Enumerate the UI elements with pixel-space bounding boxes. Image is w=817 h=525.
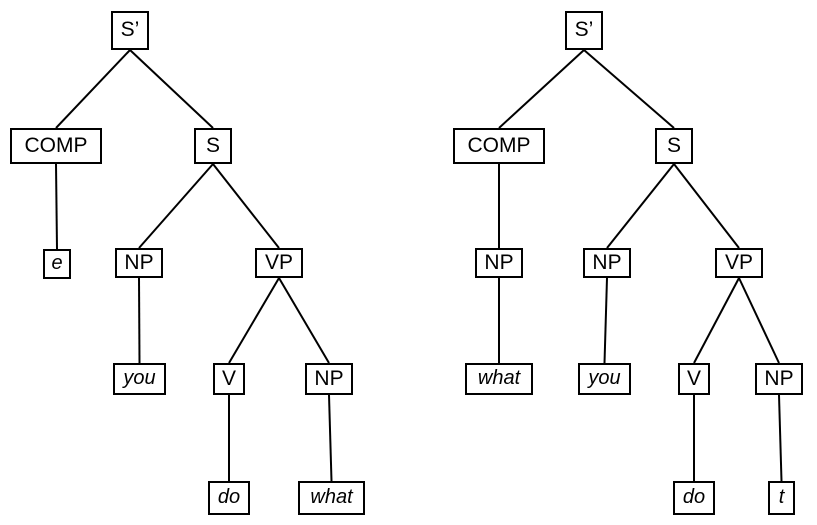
- tree-edge: [228, 277, 280, 364]
- tree-edge: [583, 49, 675, 129]
- tree-node-s-category: S’: [565, 11, 603, 50]
- tree-edge: [55, 163, 58, 250]
- tree-node-e-terminal: e: [43, 249, 71, 279]
- tree-node-comp-category: COMP: [453, 128, 545, 164]
- tree-edge: [55, 49, 131, 129]
- tree-node-np-category: NP: [115, 248, 163, 278]
- tree-node-v-category: V: [213, 363, 245, 395]
- tree-node-t-terminal: t: [768, 481, 795, 515]
- tree-node-you-terminal: you: [113, 363, 166, 395]
- tree-edge: [693, 277, 740, 364]
- tree-node-v-category: V: [678, 363, 710, 395]
- tree-edge: [138, 163, 214, 249]
- tree-node-you-terminal: you: [578, 363, 631, 395]
- tree-edge: [498, 49, 585, 129]
- tree-node-s-category: S: [194, 128, 232, 164]
- tree-node-vp-category: VP: [255, 248, 303, 278]
- tree-node-comp-category: COMP: [10, 128, 102, 164]
- tree-edge: [778, 394, 783, 482]
- tree-edge: [212, 163, 280, 249]
- tree-edge: [603, 277, 608, 364]
- tree-edge: [673, 163, 740, 249]
- tree-node-do-terminal: do: [673, 481, 715, 515]
- tree-edge: [129, 49, 214, 129]
- tree-node-np-category: NP: [755, 363, 803, 395]
- tree-edge: [738, 277, 780, 364]
- tree-node-s-category: S’: [111, 11, 149, 50]
- tree-edge: [606, 163, 675, 249]
- tree-edge: [328, 394, 333, 482]
- tree-edge: [278, 277, 330, 364]
- tree-node-do-terminal: do: [208, 481, 250, 515]
- tree-node-np-category: NP: [305, 363, 353, 395]
- tree-edge: [138, 277, 141, 364]
- tree-node-np-category: NP: [475, 248, 523, 278]
- tree-node-what-terminal: what: [465, 363, 533, 395]
- tree-node-np-category: NP: [583, 248, 631, 278]
- tree-node-what-terminal: what: [298, 481, 365, 515]
- tree-node-s-category: S: [655, 128, 693, 164]
- tree-node-vp-category: VP: [715, 248, 763, 278]
